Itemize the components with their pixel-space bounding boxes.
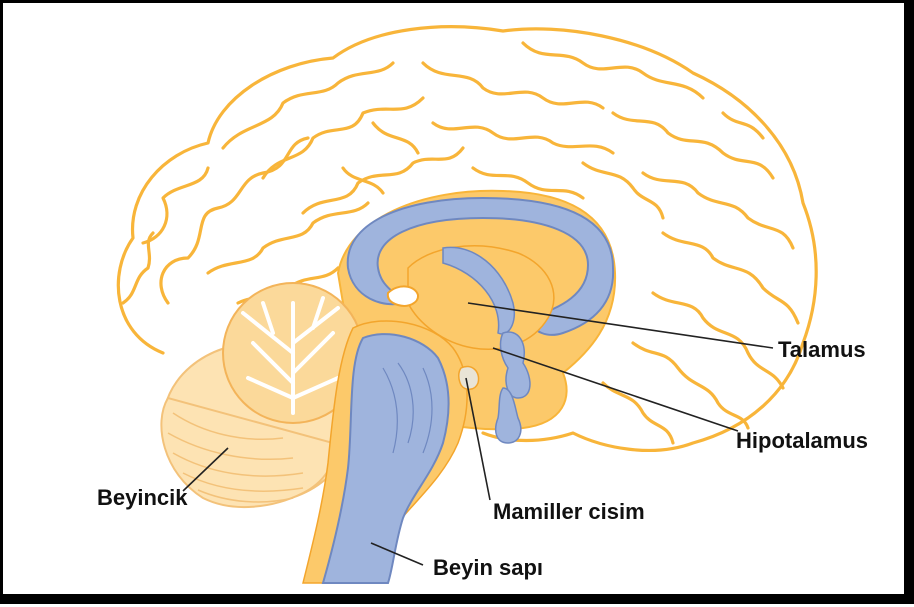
brain-diagram: Talamus Hipotalamus Mamiller cisim Beyin… — [3, 3, 914, 607]
mammillary-body — [459, 366, 479, 389]
label-beyin-sapi: Beyin sapı — [433, 555, 543, 580]
pineal-area — [388, 286, 418, 305]
label-talamus: Talamus — [778, 337, 866, 362]
label-mamiller-cisim: Mamiller cisim — [493, 499, 645, 524]
label-hipotalamus: Hipotalamus — [736, 428, 868, 453]
label-beyincik: Beyincik — [97, 485, 188, 510]
